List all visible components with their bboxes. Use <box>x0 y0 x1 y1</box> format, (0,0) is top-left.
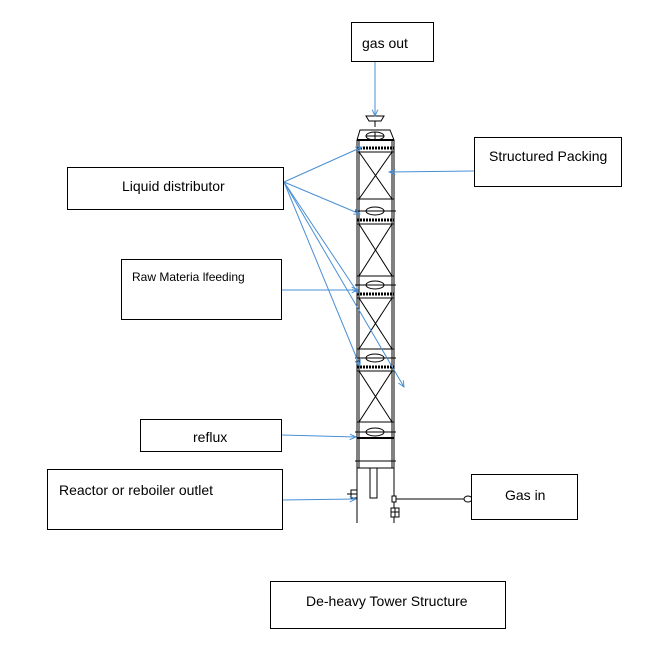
title-box: De-heavy Tower Structure <box>270 581 506 629</box>
top-nozzle <box>365 115 385 122</box>
arrow-reflux <box>281 435 356 437</box>
arrow-liquid-distributor-3 <box>283 181 358 293</box>
tower-column <box>347 115 478 523</box>
arrow-liquid-distributor-5 <box>283 181 404 387</box>
distributor-3 <box>355 280 396 296</box>
raw-material-feeding-label: Raw Materia lfeeding <box>132 270 245 284</box>
bottom-section <box>347 460 400 518</box>
packing-bed-3 <box>357 297 394 350</box>
reflux-label: reflux <box>193 429 228 445</box>
liquid-distributor-label: Liquid distributor <box>122 178 225 194</box>
packing-bed-1 <box>357 151 394 200</box>
reactor-outlet-label: Reactor or reboiler outlet <box>59 482 214 498</box>
gas-inlet-pipe <box>391 495 478 503</box>
distributor-4 <box>355 353 396 369</box>
top-head <box>356 129 395 141</box>
arrow-structured-packing <box>389 171 475 172</box>
diagram-title: De-heavy Tower Structure <box>306 593 468 609</box>
label-box-liquid-distributor: Liquid distributor <box>67 167 284 210</box>
label-box-gas-in: Gas in <box>471 474 578 520</box>
distributor-5 <box>355 427 396 439</box>
label-box-reflux: reflux <box>140 419 282 452</box>
arrow-reactor-outlet <box>281 499 356 500</box>
label-box-structured-packing: Structured Packing <box>474 137 622 187</box>
gas-in-label: Gas in <box>505 487 546 503</box>
label-box-raw-material-feeding: Raw Materia lfeeding <box>121 259 282 320</box>
distributor-1 <box>357 131 394 150</box>
packing-bed-4 <box>357 370 394 423</box>
label-box-reactor-outlet: Reactor or reboiler outlet <box>47 469 283 530</box>
distributor-2 <box>355 206 396 222</box>
packing-bed-2 <box>357 223 394 277</box>
gas-out-label: gas out <box>362 35 408 51</box>
structured-packing-label: Structured Packing <box>489 148 608 164</box>
arrow-liquid-distributor-4 <box>283 181 360 366</box>
arrow-liquid-distributor-2 <box>283 181 360 214</box>
arrow-liquid-distributor-1 <box>283 147 362 183</box>
label-box-gas-out: gas out <box>351 22 434 62</box>
arrows <box>281 62 475 500</box>
